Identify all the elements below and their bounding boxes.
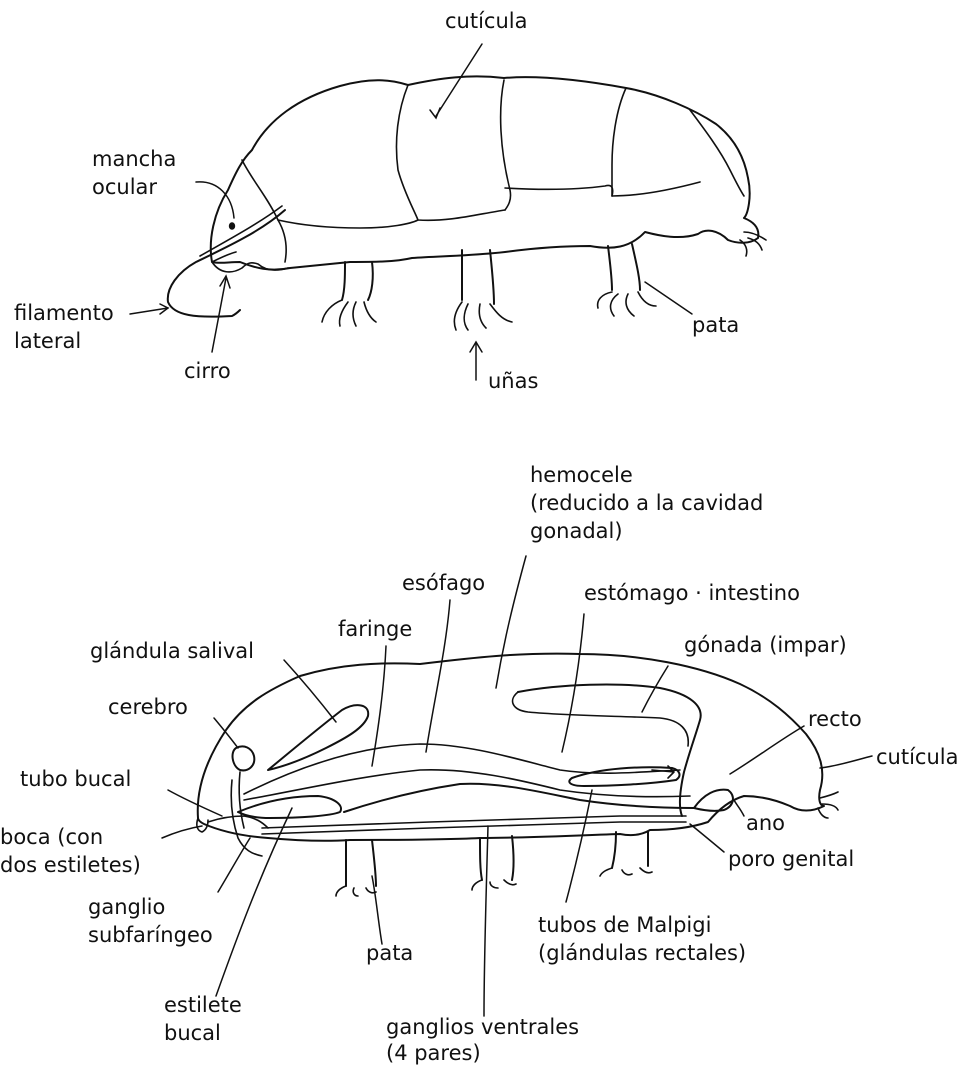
leg-3-claws <box>598 292 656 316</box>
leader-ano <box>734 800 744 816</box>
label-poro-genital: poro genital <box>728 846 854 872</box>
label-pata-bottom: pata <box>366 940 413 966</box>
label-filamento-lateral-line1: filamento <box>14 300 114 326</box>
label-hemocele-line3: gonadal) <box>530 518 623 544</box>
cuticle-plate-boundary-7 <box>278 220 418 228</box>
label-tubo-bucal: tubo bucal <box>20 766 131 792</box>
label-filamento-lateral-line2: lateral <box>14 328 81 354</box>
stomach-intestine <box>344 784 694 812</box>
leader-estomago <box>562 614 584 752</box>
label-boca-line2: dos estiletes) <box>0 852 141 878</box>
gonad-inner <box>513 692 689 746</box>
label-cuticula-bottom: cutícula <box>876 744 958 770</box>
label-estilete-bucal-line1: estilete <box>164 992 242 1018</box>
leader-malpigi <box>566 790 592 902</box>
label-mancha-ocular-line2: ocular <box>92 174 157 200</box>
label-ganglio-subfaringeo-line2: subfaríngeo <box>88 922 213 948</box>
label-ano: ano <box>746 810 785 836</box>
leg-bottom-3-claws <box>600 868 652 876</box>
label-hemocele-line2: (reducido a la cavidad <box>530 490 763 516</box>
body-outline <box>198 654 824 841</box>
label-faringe: faringe <box>338 616 412 642</box>
label-esofago: esófago <box>402 570 485 596</box>
leader-ganglio-subfaringeo <box>218 838 250 892</box>
ventral-nerve-cord-2 <box>262 822 686 834</box>
leg-bottom-2-claws <box>472 880 516 890</box>
leg-2-claws <box>454 302 512 330</box>
leg-4-claws <box>740 232 766 256</box>
leader-pata-bottom <box>372 876 382 944</box>
label-hemocele-line1: hemocele <box>530 462 633 488</box>
label-boca-line1: boca (con <box>0 824 103 850</box>
label-malpigi-line1: tubos de Malpigi <box>538 912 711 938</box>
leader-cuticula-bottom <box>820 756 872 768</box>
label-estilete-bucal-line2: bucal <box>164 1020 221 1046</box>
eye-spot <box>229 222 235 230</box>
leader-pata-top <box>645 282 692 314</box>
leg-1 <box>342 262 373 300</box>
leg-bottom-3 <box>612 832 648 868</box>
bottom-leaders <box>162 556 872 1016</box>
leader-tubo-bucal <box>168 790 222 816</box>
leg-bottom-1-claws <box>336 886 376 896</box>
leg-bottom-1 <box>346 840 376 886</box>
leg-2 <box>462 250 494 304</box>
cuticle-plate-boundary-4 <box>505 185 613 196</box>
leg-1-claws <box>322 300 376 326</box>
leader-cuticula-top-arrow <box>430 108 440 118</box>
label-cirro: cirro <box>184 358 231 384</box>
label-pata-top: pata <box>692 312 739 338</box>
label-malpigi-line2: (glándulas rectales) <box>538 940 746 966</box>
rectum <box>694 790 733 811</box>
cuticle-plate-boundary-1 <box>242 160 286 262</box>
cuticle-plate-boundary-2 <box>396 85 505 220</box>
label-recto: recto <box>808 706 862 732</box>
label-ganglios-ventrales-line1: ganglios ventrales <box>386 1014 579 1040</box>
leg-bottom-2 <box>480 836 514 880</box>
leader-hemocele <box>496 556 526 688</box>
leader-poro-genital <box>690 824 724 852</box>
salivary-gland <box>268 705 368 770</box>
leader-boca <box>162 826 202 838</box>
top-leaders <box>130 44 692 380</box>
label-cuticula-top: cutícula <box>445 8 527 34</box>
brain <box>233 746 255 770</box>
label-mancha-ocular-line1: mancha <box>92 146 176 172</box>
label-unas: uñas <box>488 368 538 394</box>
label-cerebro: cerebro <box>108 694 188 720</box>
leader-ganglios-ventrales <box>484 826 488 1016</box>
tardigrade-external-view <box>168 76 766 330</box>
leg-3 <box>608 244 640 290</box>
label-glandula-salival: glándula salival <box>90 638 254 664</box>
cuticle-plate-boundary-5 <box>612 88 700 196</box>
cuticle-plate-boundary-3 <box>501 80 511 210</box>
leader-recto <box>730 726 804 774</box>
label-gonada: gónada (impar) <box>684 632 847 658</box>
leader-cirro <box>212 278 226 352</box>
label-ganglios-ventrales-line2: (4 pares) <box>386 1040 481 1066</box>
dorsal-outline <box>211 76 759 269</box>
malpighian-tubules <box>569 767 679 786</box>
leader-cuticula-top <box>436 44 482 116</box>
label-ganglio-subfaringeo-line1: ganglio <box>88 894 165 920</box>
leader-esofago <box>426 600 450 752</box>
label-estomago-intestino: estómago · intestino <box>584 580 800 606</box>
